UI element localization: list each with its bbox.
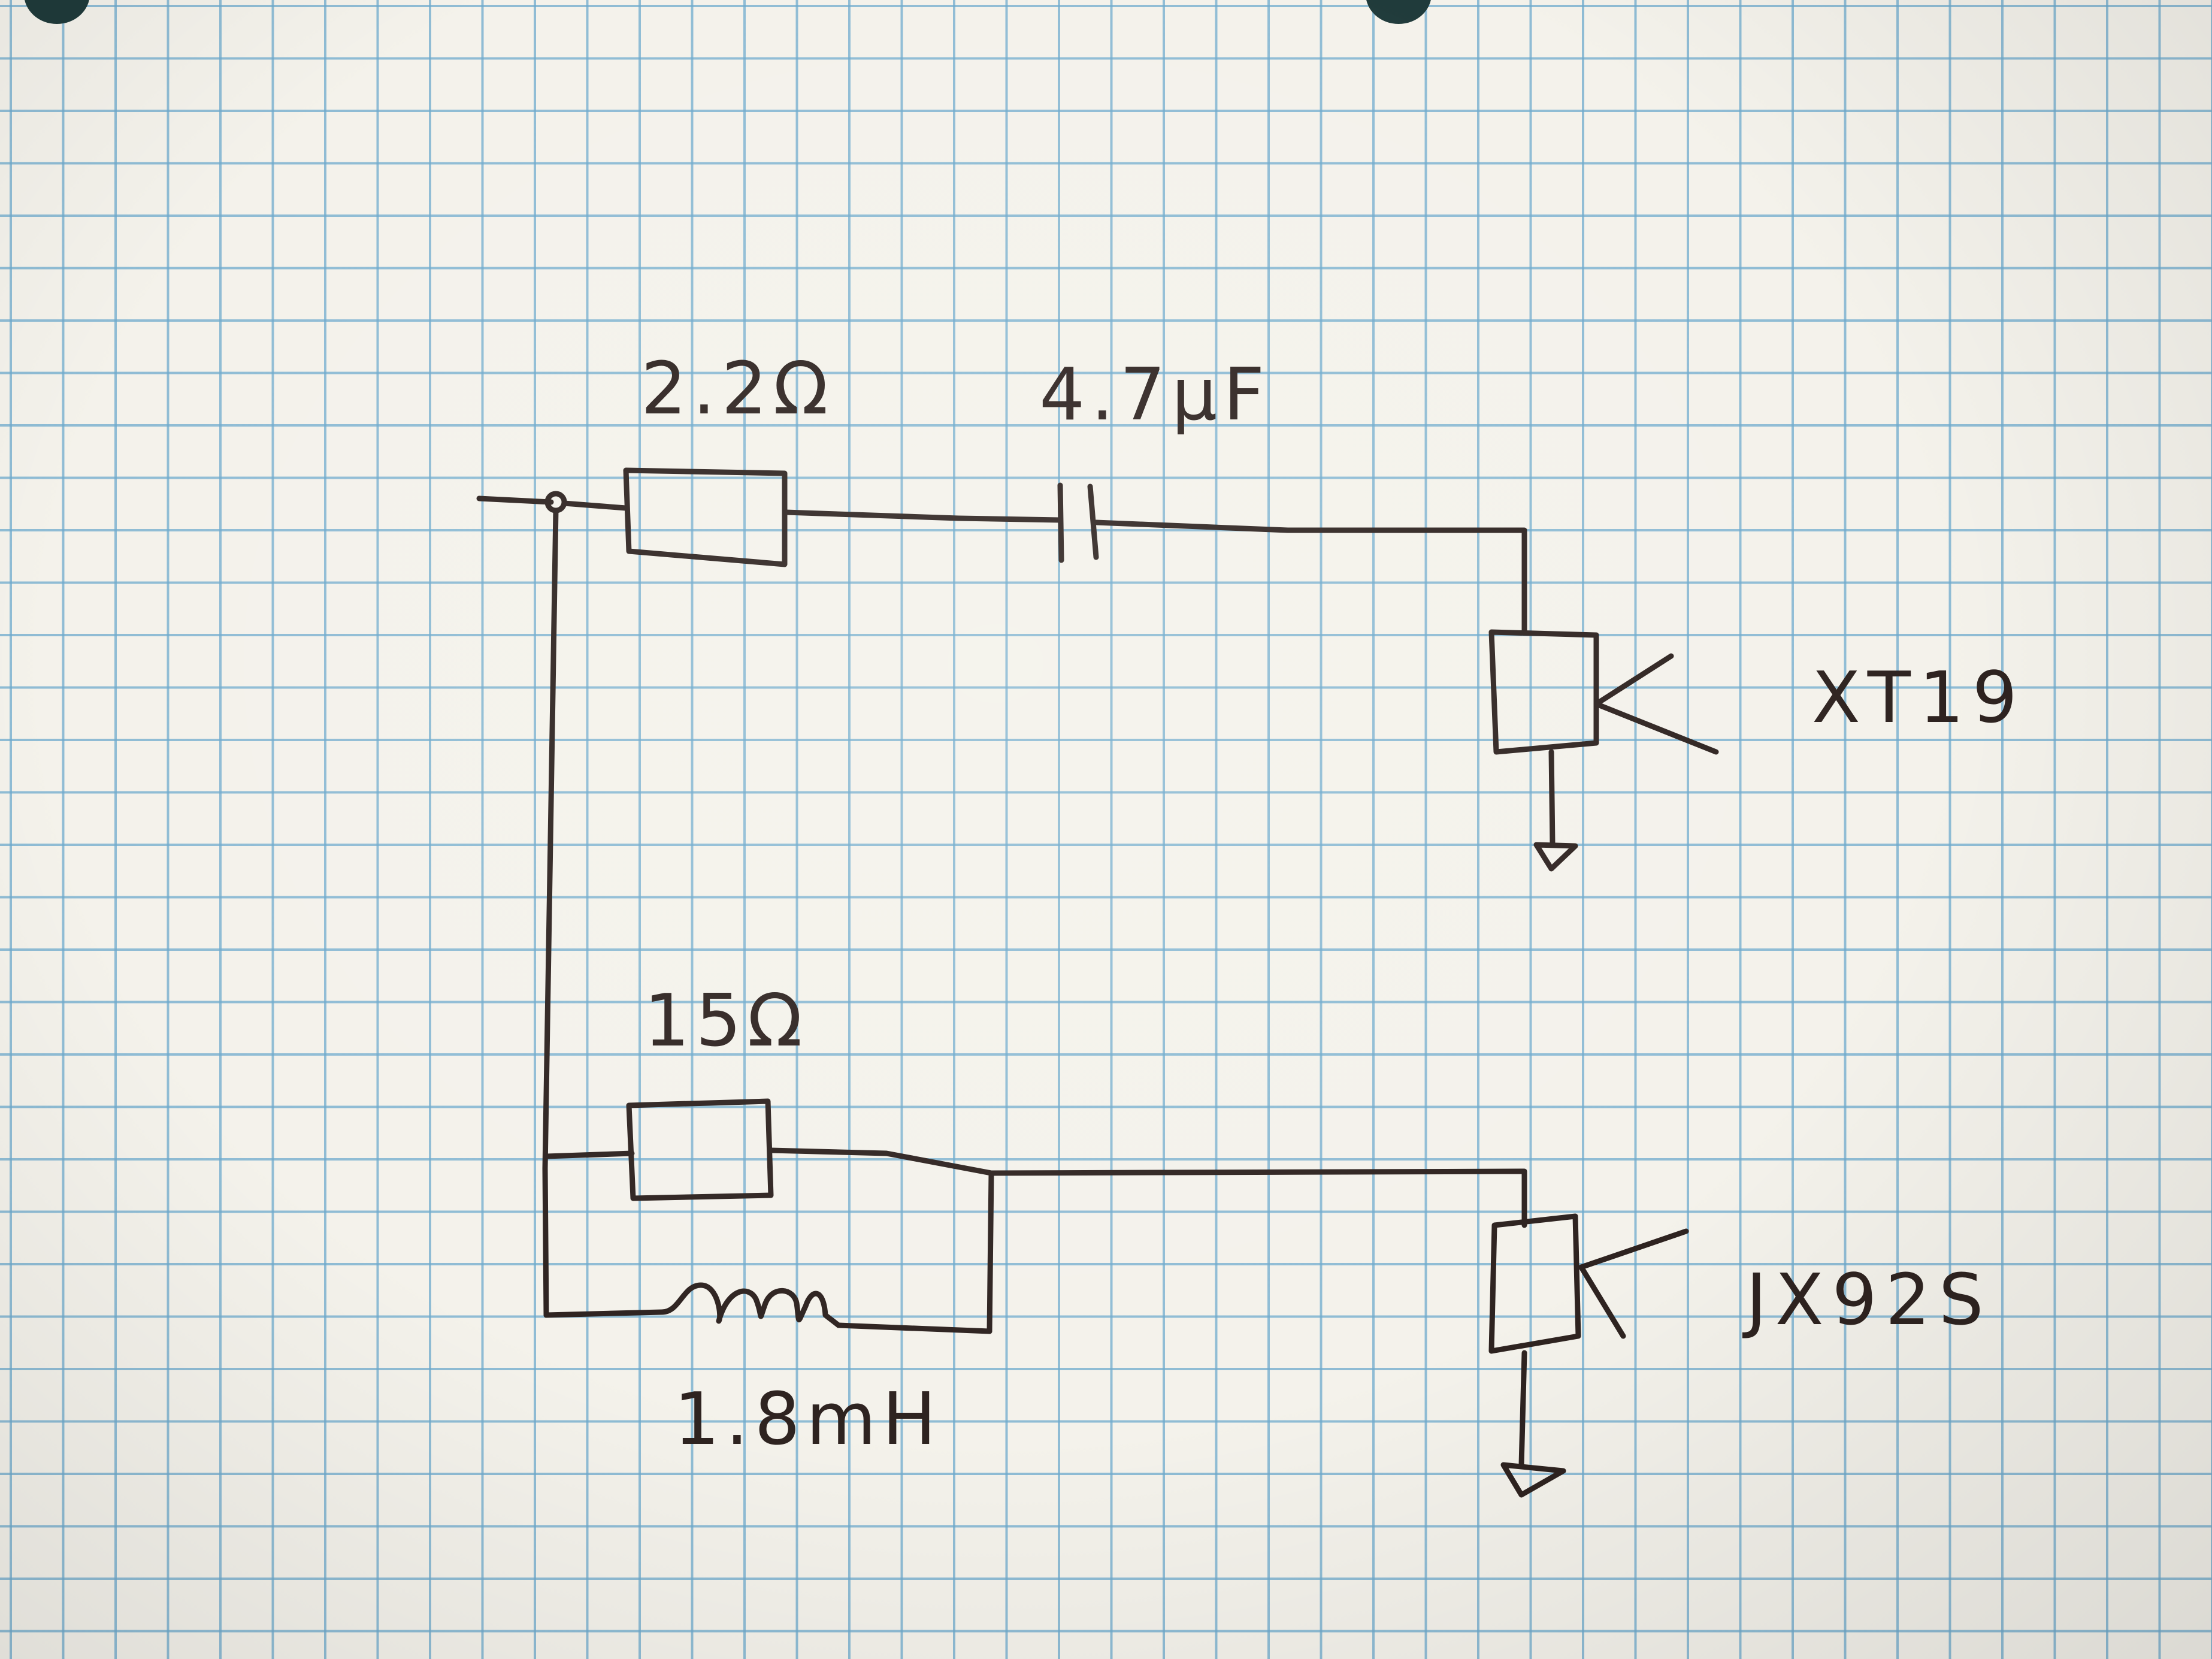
speaker-icon bbox=[1488, 1213, 1689, 1354]
wire-resistor-to-capacitor bbox=[783, 509, 1063, 523]
inductor-icon bbox=[659, 1282, 842, 1328]
resistor-bottom-label: 15Ω bbox=[644, 980, 808, 1063]
ground-icon bbox=[1533, 749, 1578, 872]
driver-top-label: XT19 bbox=[1812, 656, 2026, 739]
wire-to-inductor bbox=[543, 1309, 665, 1318]
speaker-icon bbox=[1488, 629, 1719, 755]
resistor-top-label: 2.2Ω bbox=[641, 347, 834, 431]
wire-left-vertical bbox=[542, 507, 559, 1318]
wire-parallel-right bbox=[987, 1170, 994, 1334]
resistor-icon bbox=[623, 467, 788, 567]
wire-inductor-to-junction bbox=[836, 1322, 992, 1334]
resistor-icon bbox=[626, 1098, 774, 1201]
wire-to-bottom-resistor bbox=[543, 1150, 635, 1159]
input-terminal bbox=[476, 491, 629, 513]
wire-resistor-to-woofer bbox=[768, 1147, 1527, 1228]
inductor-label: 1.8mH bbox=[674, 1378, 942, 1461]
capacitor-label: 4.7μF bbox=[1039, 353, 1270, 437]
wire-capacitor-to-tweeter bbox=[1093, 519, 1527, 635]
capacitor-icon bbox=[1057, 482, 1099, 563]
ground-icon bbox=[1500, 1350, 1566, 1498]
driver-bottom-label: JX92S bbox=[1742, 1258, 1992, 1341]
